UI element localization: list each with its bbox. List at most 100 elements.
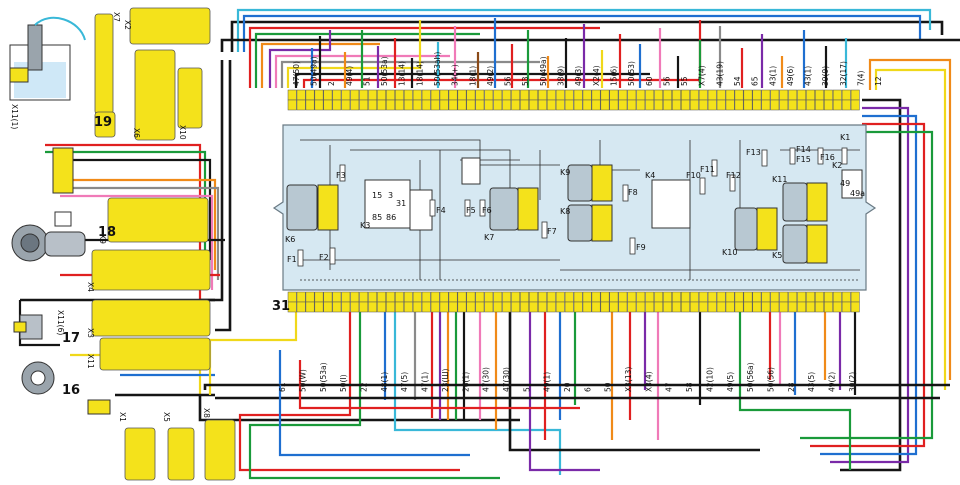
top-connector-pin [484,89,494,101]
bottom-connector-pin [305,301,315,313]
top-connector-pin [698,89,708,101]
bottom-connector-pin [368,301,378,313]
bottom-connector-pin [368,291,378,303]
bottom-connector-pin [600,291,610,303]
top-wire-label: 39(9) [821,66,830,86]
bottom-wire-label: 47 [665,382,674,392]
connector-x1 [124,427,156,481]
bottom-wire-label: 30(2) [848,372,857,392]
bottom-wire-label: 61 [278,382,287,392]
top-wire-label: 50(53) [627,61,636,86]
label-x5: X5 [162,412,171,422]
top-connector-pin [421,99,431,111]
bottom-connector-pin [555,301,565,313]
bottom-connector-pin [618,301,628,313]
top-connector-pin [850,99,860,111]
top-wire-label: 32(17) [839,61,848,86]
bottom-connector-pin [824,301,833,313]
bottom-wire-label: 50(56a) [746,362,755,392]
bottom-connector-pin [421,301,431,313]
top-connector-pin [806,99,815,111]
bottom-wire-label: 23(Ш) [441,369,450,392]
top-wire-label: 47(50) [292,61,301,86]
top-connector-pin [573,99,583,111]
connector-x11-block [94,111,116,138]
bottom-connector-pin [350,301,360,313]
bottom-connector-pin [806,301,815,313]
bottom-connector-pin [716,301,726,313]
top-connector-pin [707,99,717,111]
bottom-connector-pin [824,291,833,303]
top-connector-pin [314,99,324,111]
top-connector-pin [672,89,681,101]
bottom-wire-label: 43(5) [807,372,816,392]
bottom-connector-pin [564,301,574,313]
bottom-connector-pin [323,301,333,313]
bottom-connector-pin [672,291,681,303]
top-connector-pin [323,89,333,101]
bottom-connector-pin [350,291,360,303]
bottom-connector-pin [573,301,583,313]
bottom-connector-pin [743,301,753,313]
bottom-connector-pin [681,291,690,303]
top-wire-label: 7(4) [857,71,866,86]
bottom-wire-label: 48(1) [380,372,389,392]
top-connector-pin [779,99,789,111]
bottom-connector-pin [511,301,521,313]
label-f3: F3 [336,171,346,180]
bottom-connector-pin [850,291,860,303]
top-connector-pin [770,89,780,101]
sound-signal [21,361,111,415]
label-k7: K7 [484,233,494,242]
label-x8: X8 [202,408,211,418]
top-connector-pin [591,89,601,101]
label-x11-1: X11(1) [10,104,19,129]
bottom-connector-pin [591,291,601,303]
bottom-connector-pin [546,291,556,303]
bottom-connector-pin [430,301,440,313]
bottom-connector-pin [448,301,458,313]
label-k1: K1 [840,133,850,142]
top-connector-pin [296,99,306,111]
top-wire-label: X2(4) [592,65,601,86]
label-relay-31: 31 [396,199,406,208]
top-connector-pin [582,99,592,111]
bottom-wire-label: 50(W) [299,369,308,392]
bottom-wire-label: 58 [685,382,694,392]
top-connector-pin [573,89,583,101]
label-component-19: 19 [94,115,112,130]
label-component-16: 16 [62,383,80,398]
top-connector-pin [529,99,538,111]
top-connector-pin [645,89,655,101]
top-wire-label: 2 [327,81,336,86]
top-connector-pin [395,99,404,111]
top-connector-pin [627,99,637,111]
bottom-connector-pin [484,301,494,313]
top-connector-pin [457,89,467,101]
bottom-connector-pin [395,301,404,313]
label-x4: X4 [86,282,95,292]
bottom-connector-pin [850,301,860,313]
bottom-connector-pin [627,301,637,313]
bottom-connector-pin [636,291,646,303]
top-connector-pin [815,89,824,101]
top-connector-pin [296,89,306,101]
top-connector-pin [377,99,386,111]
bottom-connector-pin [779,291,789,303]
bottom-wire-label: 49(5) [726,372,735,392]
bottom-connector-pin [752,301,762,313]
bottom-connector-pin [412,291,422,303]
label-x11: X11 [86,354,95,369]
top-connector-pin [538,89,547,101]
top-connector-pin [716,99,726,111]
label-k2: K2 [832,161,842,170]
top-connector-pin [618,99,628,111]
top-connector-pin [430,99,440,111]
top-wire-label: 43(1) [804,66,813,86]
bottom-connector-pin [770,301,780,313]
bottom-connector-row [287,291,860,313]
top-connector-pin [564,89,574,101]
